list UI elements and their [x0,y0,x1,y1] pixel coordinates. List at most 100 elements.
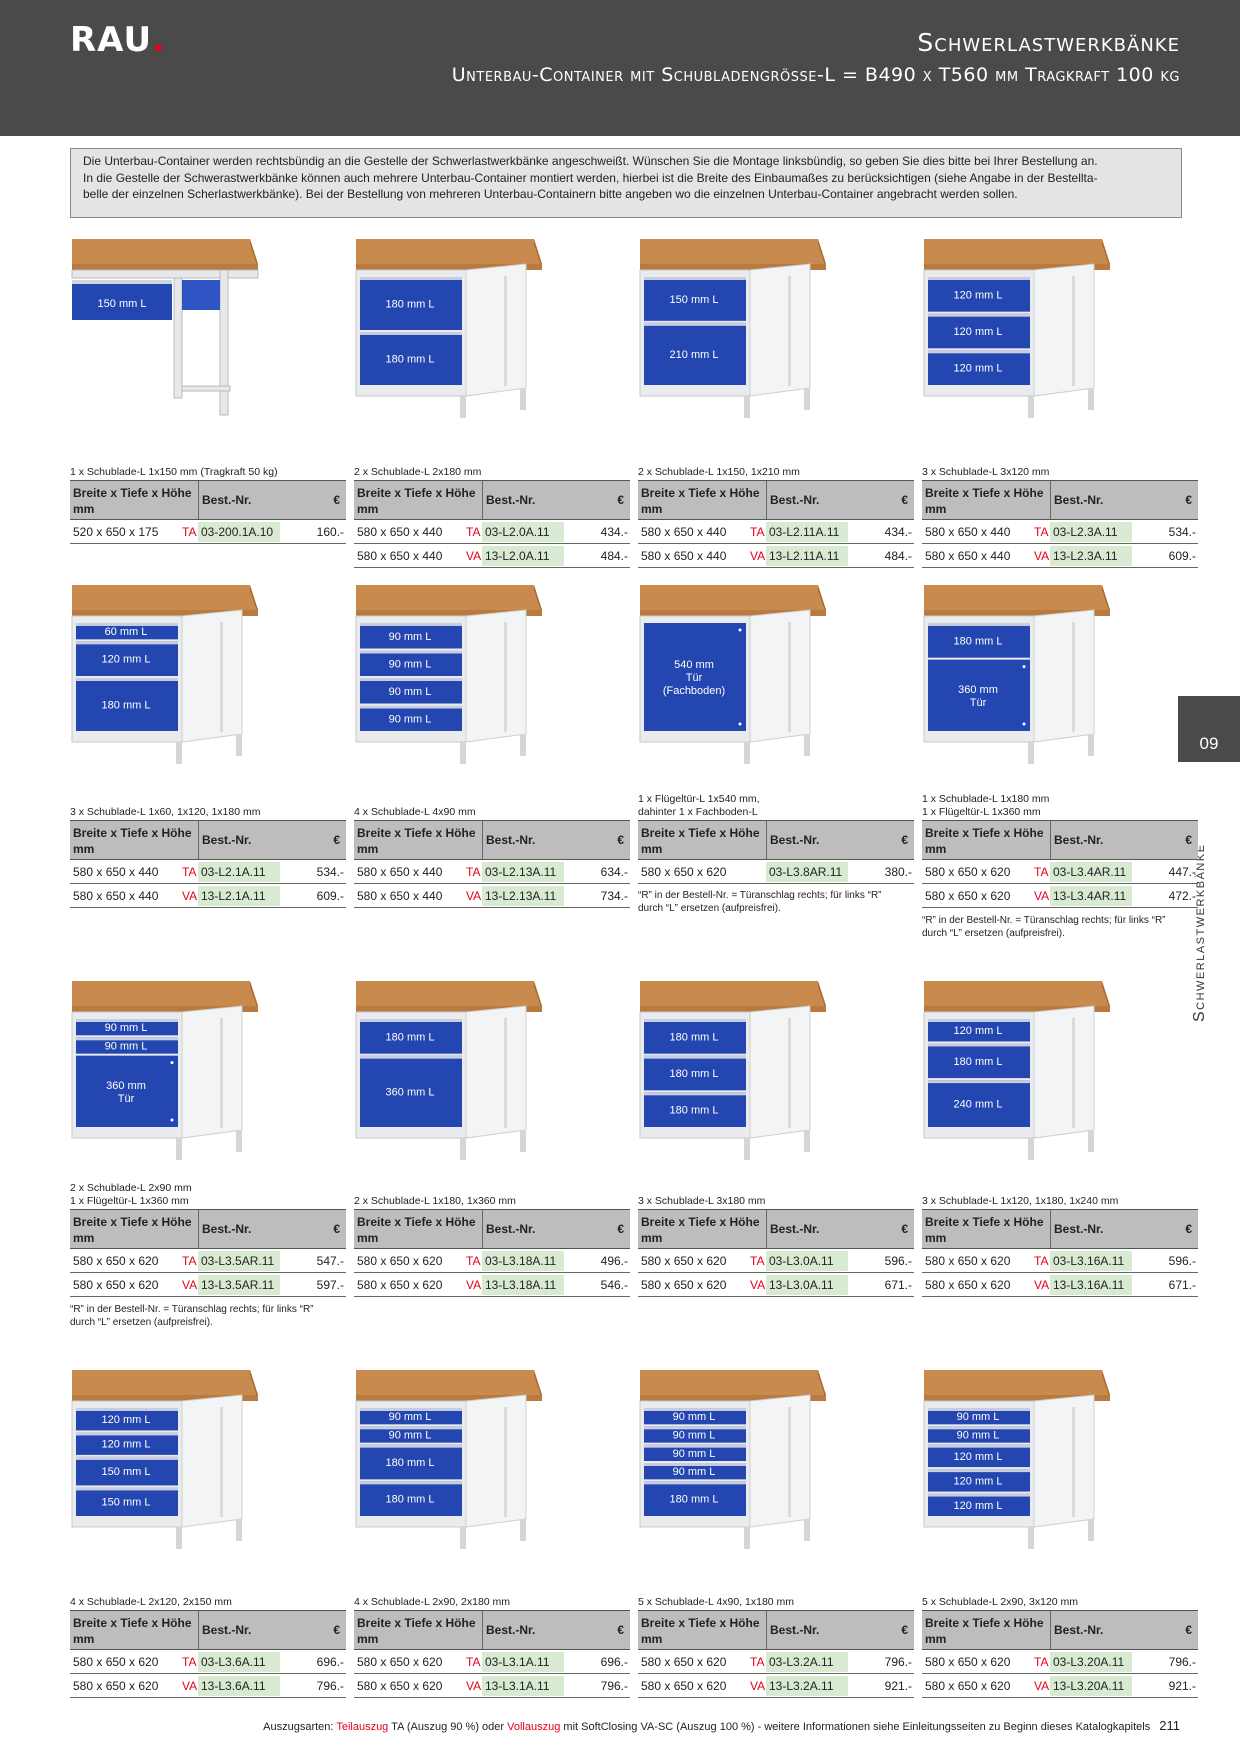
header-divider [198,1611,199,1649]
worktop-front [356,264,542,270]
drawer-front [360,1408,462,1425]
header-divider [198,821,199,859]
dimensions-cell: 580 x 650 x 620 [357,1655,443,1669]
dimensions-cell: 580 x 650 x 620 [641,1679,727,1693]
column-header-price: € [901,1222,908,1236]
price-cell: 634.- [600,865,628,879]
drawer: 120 mm L [76,641,178,676]
drawer-front [72,280,172,320]
header-divider [482,821,483,859]
drawer-front [644,322,746,385]
intro-box: Die Unterbau-Container werden rechtsbünd… [70,148,1182,218]
drawer-label: 90 mm L [105,1022,148,1034]
drawer-label: 150 mm L [102,1466,151,1478]
dimensions-cell: 580 x 650 x 620 [73,1655,159,1669]
header-divider [482,1611,483,1649]
drawer: 360 mm L [360,1055,462,1127]
side-groove [1072,622,1075,732]
drawer-handle [928,277,1030,280]
header-divider [1050,481,1051,519]
description-line: 1 x Schublade-L 1x180 mm [922,793,1050,805]
order-number-cell: 03-L2.13A.11 [482,862,564,882]
column-header-dimensions: Breite x Tiefe x Höhe mm [641,1215,760,1245]
drawer-label: 120 mm L [954,363,1003,375]
worktop-edge [818,1370,826,1399]
drawer-label: 180 mm L [386,1494,435,1506]
drawer-handle [360,650,462,654]
side-groove [788,622,791,732]
description-line: 1 x Flügeltür-L 1x360 mm [922,806,1041,818]
drawer-label: (Fachboden) [663,685,725,697]
price-cell: 534.- [1168,525,1196,539]
dimensions-cell: 580 x 650 x 620 [641,1254,727,1268]
extension-type-code: VA [182,1679,198,1693]
extension-type-code: TA [466,1254,481,1268]
worktop [924,1370,1110,1395]
order-number-cell: 03-L3.6A.11 [198,1652,280,1672]
drawer-handle [360,1444,462,1448]
door-hinge [1022,722,1026,726]
order-number-cell: 03-L3.8AR.11 [766,862,848,882]
drawer-label: 120 mm L [954,1025,1003,1037]
drawer-front [928,1408,1030,1425]
side-groove [504,1018,507,1128]
page-title: Schwerlastwerkbänke [917,28,1180,57]
column-header-price: € [617,493,624,507]
dimensions-cell: 580 x 650 x 440 [357,865,443,879]
price-cell: 472.- [1168,889,1196,903]
worktop-front [72,264,258,270]
cabinet-side [1033,263,1095,397]
column-header-dimensions: Breite x Tiefe x Höhe mm [641,826,760,856]
order-number-cell: 03-L3.16A.11 [1050,1251,1132,1271]
drawer-handle [928,1493,1030,1497]
order-number-cell: 13-L3.20A.11 [1050,1676,1132,1696]
leg [176,1138,182,1160]
extension-type-code: VA [750,549,766,563]
product-illustration: 150 mm L [71,239,259,416]
leg [744,1138,750,1160]
brand-logo: RAU. [70,20,166,60]
header-divider [766,1210,767,1248]
drawer: 90 mm L [644,1444,746,1461]
drawer: 90 mm L [360,678,462,704]
chapter-tab: 09 [1178,696,1240,762]
drawer-handle [928,623,1030,626]
column-header-dimensions: Breite x Tiefe x Höhe mm [925,486,1044,516]
product-description: 1 x Flügeltür-L 1x540 mm,dahinter 1 x Fa… [638,793,760,819]
drawer: 240 mm L [928,1080,1030,1127]
drawer-label: 60 mm L [105,626,148,638]
product-description: 2 x Schublade-L 1x180, 1x360 mm [354,1195,516,1208]
worktop-edge [818,239,826,268]
drawer: 180 mm L [928,1043,1030,1079]
order-number-cell: 03-L3.4AR.11 [1050,862,1132,882]
door-hinge [738,722,742,726]
dimensions-cell: 520 x 650 x 175 [73,525,159,539]
leg [1028,742,1034,764]
worktop-edge [1102,585,1110,614]
worktop-front [72,1395,258,1401]
leg [744,1527,750,1549]
order-number-cell: 13-L3.6A.11 [198,1676,280,1696]
order-number-cell: 13-L2.1A.11 [198,886,280,906]
